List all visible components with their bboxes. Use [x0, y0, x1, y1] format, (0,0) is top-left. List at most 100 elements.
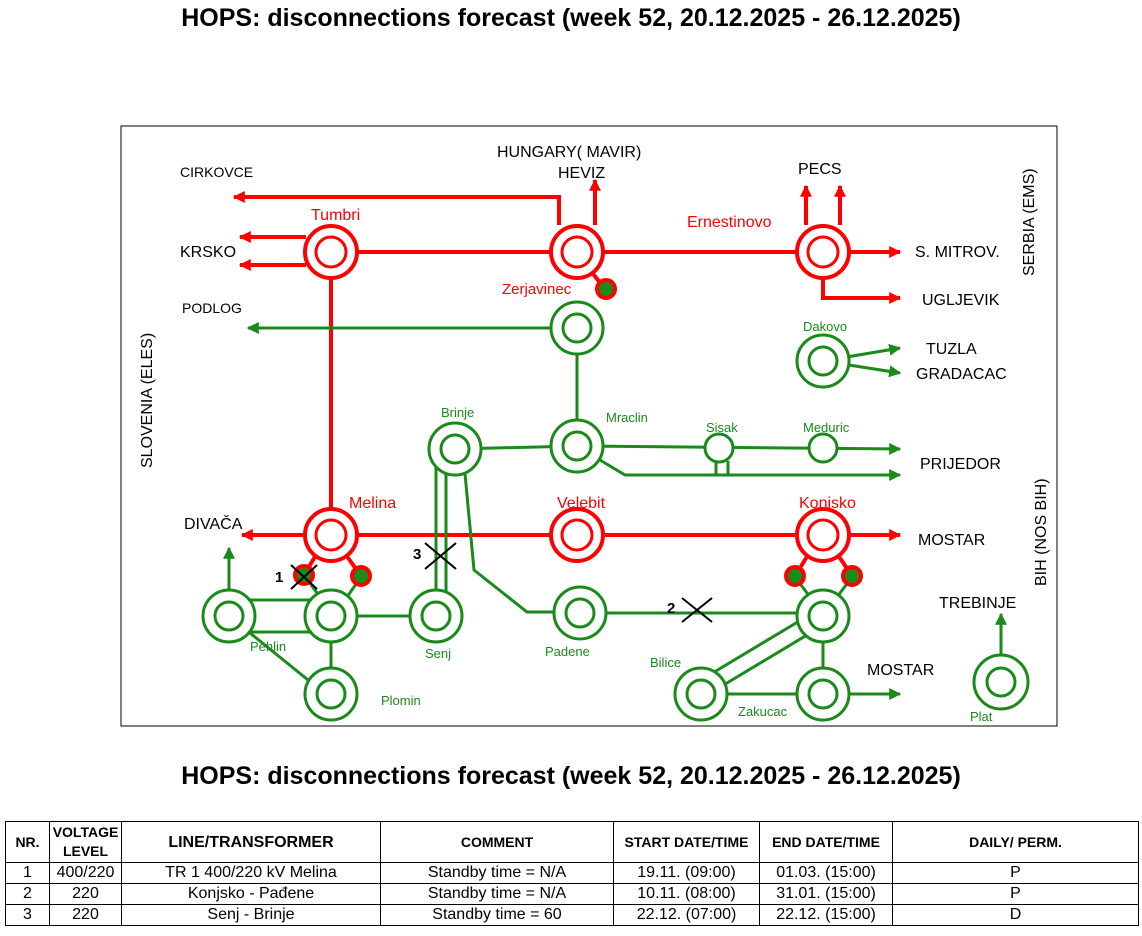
transformer-melina-1 [293, 564, 315, 586]
table-row: 2 220 Konjsko - Pađene Standby time = N/… [5, 883, 1139, 905]
label-cirkovce: CIRKOVCE [180, 164, 253, 180]
outage-label-2: 2 [667, 600, 675, 617]
substation-heviz[interactable] [549, 224, 605, 280]
cell-start: 22.12. (07:00) [613, 904, 760, 926]
substation-meduric[interactable] [807, 432, 839, 464]
substation-melina[interactable] [303, 507, 359, 563]
substation-konjsko[interactable] [795, 507, 851, 563]
substation-sisak[interactable] [703, 432, 735, 464]
cell-comment: Standby time = N/A [380, 883, 614, 905]
cell-daily-perm: P [892, 883, 1139, 905]
label-pehlin: Pehlin [250, 639, 286, 654]
cell-daily-perm: D [892, 904, 1139, 926]
header-start: START DATE/TIME [613, 821, 760, 863]
transformer-konjsko-1 [784, 565, 806, 587]
label-melina: Melina [349, 495, 396, 512]
substation-senj[interactable] [408, 588, 464, 644]
substation-zakucac[interactable] [795, 666, 851, 722]
substation-mraclin[interactable] [549, 418, 605, 474]
label-zakucac: Zakucac [738, 704, 788, 719]
substation-melina-220[interactable] [303, 588, 359, 644]
substation-brinje[interactable] [427, 421, 483, 477]
cell-voltage: 220 [49, 883, 122, 905]
label-trebinje: TREBINJE [939, 595, 1016, 612]
header-voltage: VOLTAGE LEVEL [49, 821, 122, 863]
transformer-zerjavinec [595, 278, 617, 300]
label-ugljevik: UGLJEVIK [922, 292, 1000, 309]
label-bih: BIH (NOS BIH) [1033, 478, 1050, 586]
label-plomin: Plomin [381, 693, 421, 708]
network-diagram: 1 2 3 Tumbri Ernestinovo Zerjavinec Meli… [120, 125, 1058, 727]
label-velebit: Velebit [557, 495, 606, 512]
cell-daily-perm: P [892, 862, 1139, 884]
cell-nr: 3 [5, 904, 50, 926]
label-podlog: PODLOG [182, 300, 242, 316]
label-brinje: Brinje [441, 405, 474, 420]
label-heviz: HEVIZ [558, 165, 605, 182]
label-konjsko: Konjsko [799, 495, 856, 512]
cell-line: Senj - Brinje [121, 904, 381, 926]
substation-bilice[interactable] [673, 666, 729, 722]
label-mostar-400: MOSTAR [918, 532, 985, 549]
cell-nr: 1 [5, 862, 50, 884]
label-prijedor: PRIJEDOR [920, 456, 1001, 473]
label-slovenia: SLOVENIA (ELES) [139, 333, 156, 468]
cell-end: 22.12. (15:00) [759, 904, 893, 926]
label-tumbri: Tumbri [311, 207, 360, 224]
cell-end: 31.01. (15:00) [759, 883, 893, 905]
label-divaca: DIVAČA [184, 514, 243, 533]
table-header-row: NR. VOLTAGE LEVEL LINE/TRANSFORMER COMME… [5, 821, 1139, 863]
substation-plat[interactable] [972, 653, 1030, 711]
label-s-mitrov: S. MITROV. [915, 244, 1000, 261]
label-gradacac: GRADACAC [916, 366, 1007, 383]
substation-pehlin[interactable] [201, 588, 257, 644]
label-tuzla: TUZLA [926, 341, 977, 358]
substation-plomin[interactable] [303, 666, 359, 722]
page-title: HOPS: disconnections forecast (week 52, … [181, 4, 961, 32]
outage-label-3: 3 [413, 546, 421, 563]
label-plat: Plat [970, 709, 993, 724]
cell-start: 10.11. (08:00) [613, 883, 760, 905]
label-mraclin: Mraclin [606, 410, 648, 425]
label-mostar-220: MOSTAR [867, 662, 934, 679]
cell-voltage: 220 [49, 904, 122, 926]
label-padene: Padene [545, 644, 590, 659]
label-meduric: Meduric [803, 420, 850, 435]
substation-ernestinovo[interactable] [795, 224, 851, 280]
label-pecs: PECS [798, 161, 842, 178]
label-senj: Senj [425, 646, 451, 661]
label-ernestinovo: Ernestinovo [687, 214, 772, 231]
header-nr: NR. [5, 821, 50, 863]
cell-line: TR 1 400/220 kV Melina [121, 862, 381, 884]
cell-end: 01.03. (15:00) [759, 862, 893, 884]
label-bilice: Bilice [650, 655, 681, 670]
cell-nr: 2 [5, 883, 50, 905]
cell-comment: Standby time = N/A [380, 862, 614, 884]
outage-label-1: 1 [275, 569, 283, 586]
substation-zerjavinec[interactable] [549, 300, 605, 356]
substation-velebit[interactable] [549, 507, 605, 563]
outage-x-3 [424, 542, 457, 570]
header-daily-perm: DAILY/ PERM. [892, 821, 1139, 863]
substation-dakovo[interactable] [795, 333, 851, 389]
diagram-frame [120, 125, 1058, 727]
header-line: LINE/TRANSFORMER [121, 821, 381, 863]
header-comment: COMMENT [380, 821, 614, 863]
label-hungary: HUNGARY( MAVIR) [497, 144, 641, 161]
header-end: END DATE/TIME [759, 821, 893, 863]
disconnections-table: NR. VOLTAGE LEVEL LINE/TRANSFORMER COMME… [5, 821, 1139, 926]
cell-start: 19.11. (09:00) [613, 862, 760, 884]
cell-comment: Standby time = 60 [380, 904, 614, 926]
outage-x-1 [290, 564, 318, 590]
label-zerjavinec: Zerjavinec [502, 281, 572, 298]
substation-padene[interactable] [552, 585, 608, 641]
label-serbia: SERBIA (EMS) [1021, 168, 1038, 276]
label-sisak: Sisak [706, 420, 738, 435]
table-row: 3 220 Senj - Brinje Standby time = 60 22… [5, 904, 1139, 926]
outage-x-2 [681, 597, 713, 623]
substation-tumbri[interactable] [303, 224, 359, 280]
table-row: 1 400/220 TR 1 400/220 kV Melina Standby… [5, 862, 1139, 884]
substation-konjsko-220[interactable] [795, 588, 851, 644]
label-krsko: KRSKO [180, 244, 236, 261]
transformer-melina-2 [350, 565, 372, 587]
